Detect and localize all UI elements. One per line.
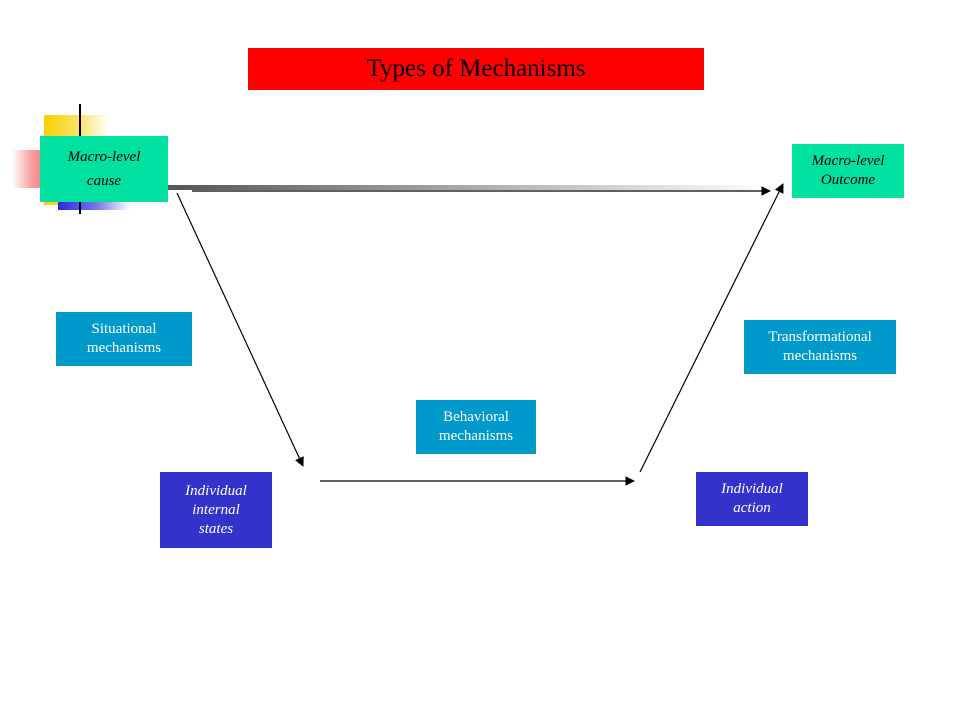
situational-line2: mechanisms <box>86 340 162 356</box>
arrow-action-to-outcome <box>639 183 784 473</box>
behavioral-line1: Behavioral <box>443 409 509 425</box>
macro-cause-line2: cause <box>86 173 122 189</box>
macro-outcome-line1: Macro-level <box>811 153 885 169</box>
title-bar: Types of Mechanisms <box>248 48 704 90</box>
transformational-line2: mechanisms <box>782 348 858 364</box>
individual-action-line2: action <box>733 500 771 516</box>
macro-cause-line1: Macro-level <box>67 149 141 165</box>
individual-internal-states-box: Individual internal states <box>160 472 272 548</box>
slide-title: Types of Mechanisms <box>366 55 586 82</box>
individual-action-line1: Individual <box>721 481 783 497</box>
macro-level-outcome-box: Macro-level Outcome <box>792 144 904 198</box>
internal-states-line2: internal <box>192 501 240 518</box>
behavioral-line2: mechanisms <box>438 428 514 444</box>
arrow-cause-to-internal-states <box>176 192 304 467</box>
macro-arrow-shadow <box>168 185 772 190</box>
situational-line1: Situational <box>91 321 157 337</box>
transformational-line1: Transformational <box>768 329 872 345</box>
macro-outcome-line2: Outcome <box>820 172 876 188</box>
internal-states-line3: states <box>198 520 234 537</box>
internal-states-line1: Individual <box>185 482 247 499</box>
transformational-mechanisms-box: Transformational mechanisms <box>744 320 896 374</box>
situational-mechanisms-box: Situational mechanisms <box>56 312 192 366</box>
behavioral-mechanisms-box: Behavioral mechanisms <box>416 400 536 454</box>
individual-action-box: Individual action <box>696 472 808 526</box>
macro-level-cause-box: Macro-level cause <box>40 136 168 202</box>
